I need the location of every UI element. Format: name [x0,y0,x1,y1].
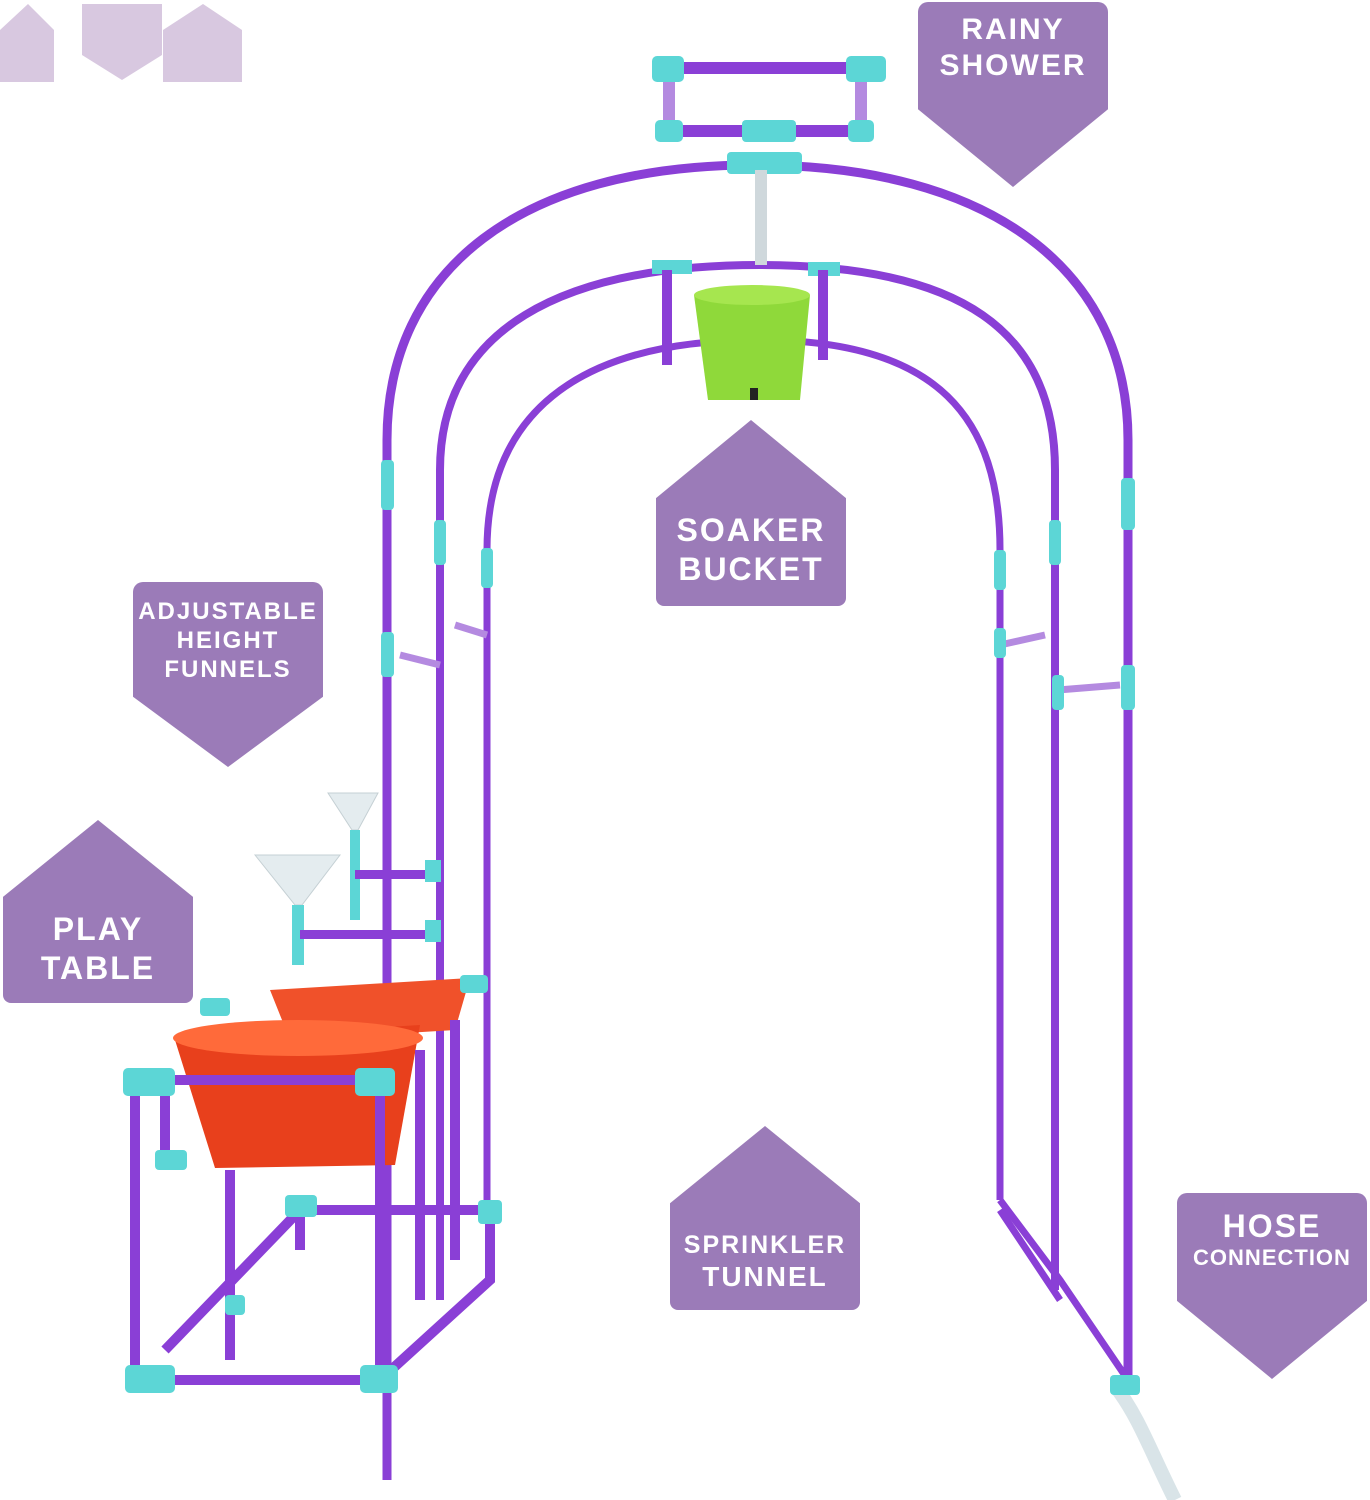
play-table-line1: PLAY [52,911,144,948]
soaker-bucket-line2: BUCKET [678,550,824,587]
adjustable-funnels-line1: ADJUSTABLE [138,598,318,625]
rainy-shower-line2: SHOWER [939,49,1087,82]
play-table [123,792,502,1393]
tunnel-base [997,1197,1131,1382]
adjustable-funnels-line2: HEIGHT [176,626,280,654]
adjustable-funnels-line3: FUNNELS [164,655,292,683]
soaker-bucket [652,260,840,400]
play-table-label: PLAY TABLE [3,820,193,1003]
soaker-bucket-line1: SOAKER [676,512,826,549]
rainy-shower-frame [652,56,886,265]
hose [1110,1375,1182,1500]
brand-logo [0,4,242,82]
sprinkler-tunnel-line1: SPRINKLER [683,1231,847,1260]
rainy-shower-line1: RAINY [961,13,1065,46]
arch-connectors [381,460,1135,710]
hose-connection-line1: HOSE [1222,1208,1322,1244]
cross-bars [399,621,1121,694]
play-table-line2: TABLE [40,949,156,986]
sprinkler-tunnel-line2: TUNNEL [702,1261,828,1293]
hose-connection-line2: CONNECTION [1193,1245,1351,1271]
